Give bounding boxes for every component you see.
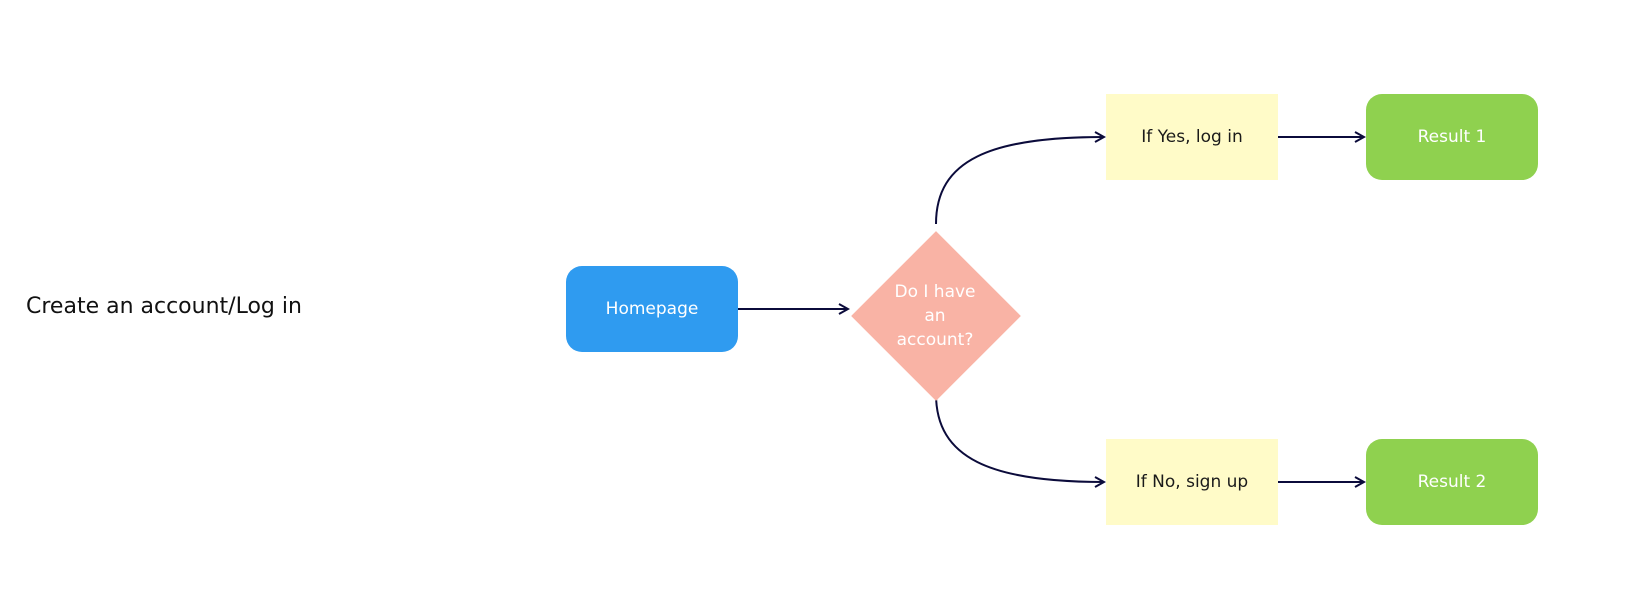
no-signup-node[interactable]: If No, sign up xyxy=(1106,439,1278,525)
homepage-node[interactable]: Homepage xyxy=(566,266,738,352)
result-2-node-label: Result 2 xyxy=(1417,472,1487,492)
diagram-title: Create an account/Log in xyxy=(26,294,302,319)
yes-login-node[interactable]: If Yes, log in xyxy=(1106,94,1278,180)
connector-decision-to-yes xyxy=(935,137,1104,225)
result-2-node[interactable]: Result 2 xyxy=(1366,439,1538,525)
no-signup-node-label: If No, sign up xyxy=(1135,472,1249,492)
result-1-node[interactable]: Result 1 xyxy=(1366,94,1538,180)
yes-login-node-label: If Yes, log in xyxy=(1141,127,1243,147)
result-1-node-label: Result 1 xyxy=(1417,127,1487,147)
decision-node-label: Do I have an account? xyxy=(894,282,976,350)
connector-decision-to-no xyxy=(935,393,1104,482)
homepage-node-label: Homepage xyxy=(605,299,699,319)
